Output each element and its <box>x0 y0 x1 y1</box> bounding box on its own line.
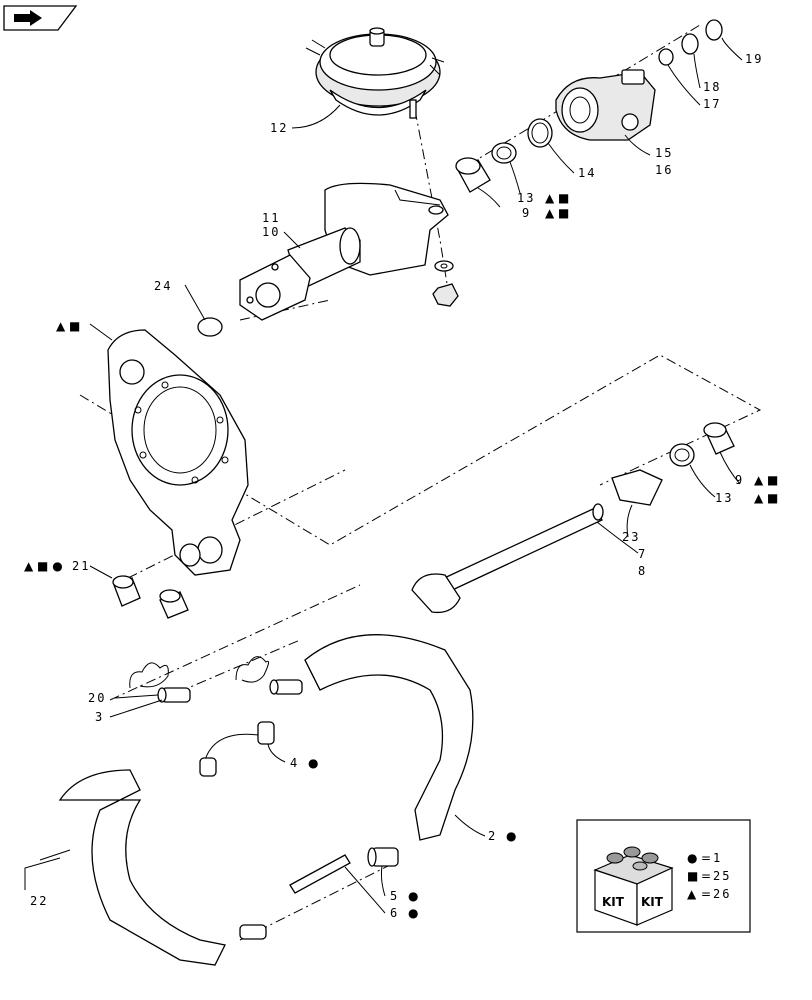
callout-22: 22 <box>30 894 48 908</box>
ring-18 <box>681 33 699 55</box>
legend-triangle-value: 26 <box>713 887 731 901</box>
marker-2: ● <box>506 829 516 843</box>
marker-13-lower: ▲ ■ <box>754 491 778 505</box>
callout-12: 12 <box>270 121 288 135</box>
kit-legend: KIT KIT ● = 1 ■ = 25 ▲ = 26 <box>576 819 751 933</box>
next-page-button[interactable] <box>3 5 78 31</box>
callout-labels: 12 11 10 24 13 ▲ ■ 9 ▲ ■ 14 15 16 17 18 … <box>24 52 778 920</box>
roller-5 <box>367 847 399 867</box>
o-ring <box>197 317 223 337</box>
lower-bushing-and-seal <box>669 422 735 467</box>
wear-sensor <box>199 721 275 777</box>
camshaft <box>411 503 604 614</box>
kit-label-right: KIT <box>641 895 664 909</box>
legend-circle-value: 1 <box>713 851 722 865</box>
callout-10: 10 <box>262 225 280 239</box>
ring-17 <box>658 48 674 66</box>
callout-18: 18 <box>703 80 721 94</box>
callout-2: 2 <box>488 829 497 843</box>
legend-square-symbol: ■ <box>687 869 698 883</box>
roller-3 <box>157 687 191 703</box>
retaining-spring-left <box>129 662 169 689</box>
callout-11: 11 <box>262 211 280 225</box>
callout-20: 20 <box>88 691 106 705</box>
marker-backplate: ▲ ■ <box>56 319 80 333</box>
marker-13-upper: ▲ ■ <box>545 191 569 205</box>
legend-square-value: 25 <box>713 869 731 883</box>
washer-14 <box>527 118 553 148</box>
brake-chamber <box>305 27 445 119</box>
callout-5: 5 <box>390 889 399 903</box>
callout-19: 19 <box>745 52 763 66</box>
ring-19 <box>705 19 723 41</box>
callout-15: 15 <box>655 146 673 160</box>
upper-bushing-and-seal <box>455 142 517 193</box>
callout-7: 7 <box>638 547 647 561</box>
callout-24: 24 <box>154 279 172 293</box>
callout-17: 17 <box>703 97 721 111</box>
roller-second <box>269 679 303 695</box>
next-page-arrow-icon <box>14 10 42 26</box>
marker-9-upper: ▲ ■ <box>545 206 569 220</box>
retaining-spring-right <box>235 656 270 683</box>
callout-6: 6 <box>390 906 399 920</box>
callout-23: 23 <box>622 530 640 544</box>
legend-square-eq: = <box>701 869 711 883</box>
brake-spider <box>107 329 249 576</box>
leader-lines <box>24 37 743 914</box>
callout-3: 3 <box>95 710 104 724</box>
marker-4: ● <box>308 756 318 770</box>
callout-8: 8 <box>638 564 647 578</box>
callout-9-lower: 9 <box>735 473 744 487</box>
callout-16: 16 <box>655 163 673 177</box>
anchor-pin-6 <box>239 854 351 940</box>
brake-shoe-lower <box>39 769 226 966</box>
marker-5: ● <box>408 889 418 903</box>
callout-13-upper: 13 <box>517 191 535 205</box>
marker-21: ▲ ■ ● <box>24 559 63 573</box>
cam-washer <box>611 469 663 506</box>
callout-14: 14 <box>578 166 596 180</box>
callout-4: 4 <box>290 756 299 770</box>
callout-13-lower: 13 <box>715 491 733 505</box>
anchor-bushings <box>112 575 189 619</box>
kit-box-icon: KIT KIT <box>593 846 674 926</box>
legend-triangle-eq: = <box>701 887 711 901</box>
legend-triangle-symbol: ▲ <box>687 887 697 901</box>
callout-21: 21 <box>72 559 90 573</box>
marker-6: ● <box>408 906 418 920</box>
legend-circle-symbol: ● <box>687 851 697 865</box>
washer-and-nut <box>432 260 459 307</box>
marker-9-lower: ▲ ■ <box>754 473 778 487</box>
slack-adjuster <box>555 69 656 141</box>
callout-9-upper: 9 <box>522 206 531 220</box>
kit-label-left: KIT <box>602 895 625 909</box>
camshaft-bracket <box>239 182 449 321</box>
brake-shoe-upper <box>304 634 474 841</box>
legend-circle-eq: = <box>701 851 711 865</box>
